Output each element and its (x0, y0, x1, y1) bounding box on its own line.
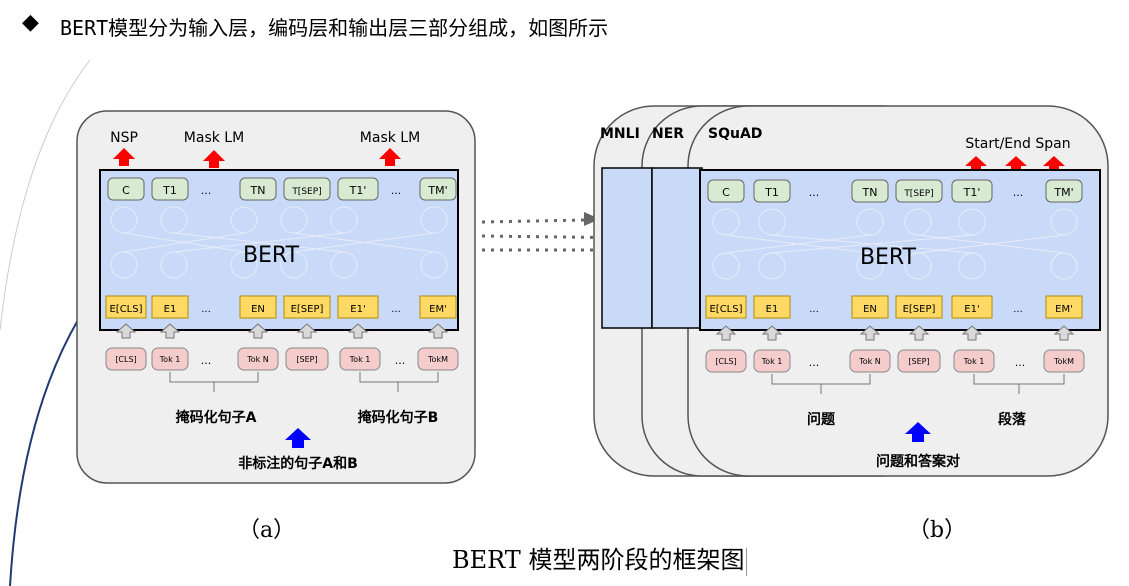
arrow-up-icon (115, 323, 137, 339)
task-squad: SQuAD (708, 126, 762, 142)
input-tok1: Tok 1 (761, 357, 783, 366)
arrow-up-icon (159, 323, 181, 339)
corpus-label: 非标注的句子A和B (238, 455, 358, 472)
arrow-up-icon (1053, 325, 1075, 341)
embed-em-prime: EM' (1055, 304, 1073, 315)
panel-a-label: （a） (238, 518, 296, 543)
input-tokm: TokM (427, 355, 448, 364)
embed-e1-prime: E1' (350, 304, 365, 315)
blue-arrow-icon (285, 428, 311, 448)
qa-pair-label: 问题和答案对 (876, 453, 960, 470)
ellipsis: ... (201, 354, 212, 367)
bert-label: BERT (243, 243, 300, 268)
arrow-up-icon (908, 325, 930, 341)
input-sep: [SEP] (296, 355, 317, 364)
ellipsis: ... (391, 304, 401, 315)
token-tsep: T[SEP] (291, 187, 321, 197)
bert-label: BERT (860, 245, 917, 270)
arrow-up-icon (113, 148, 135, 166)
token-tsep: T[SEP] (903, 189, 933, 199)
arrow-up-icon (715, 325, 737, 341)
token-t1-prime: T1' (349, 184, 367, 197)
ellipsis: ... (201, 304, 211, 315)
embed-em-prime: EM' (429, 304, 447, 315)
blue-arrow-icon (905, 422, 931, 442)
embed-en: EN (863, 304, 877, 315)
token-tm-prime: TM' (1053, 186, 1073, 199)
embed-e1-prime: E1' (964, 304, 979, 315)
arrow-up-icon (961, 325, 983, 341)
arrow-up-icon (1005, 156, 1027, 174)
sentence-b-label: 掩码化句子B (358, 409, 439, 426)
task-mnli: MNLI (600, 126, 640, 142)
ellipsis: ... (1013, 304, 1023, 315)
embed-en: EN (251, 304, 265, 315)
arrow-up-icon (427, 323, 449, 339)
task-ner: NER (652, 126, 684, 142)
input-tokm: TokM (1053, 357, 1074, 366)
token-c: C (722, 186, 730, 199)
input-tokn: Tok N (246, 355, 269, 364)
embed-e1: E1 (164, 304, 177, 315)
embed-cls: E[CLS] (709, 304, 742, 315)
output-label-mlm-1: Mask LM (184, 130, 244, 146)
input-tok1-b: Tok 1 (963, 357, 985, 366)
ellipsis: ... (1013, 186, 1024, 199)
embed-sep: E[SEP] (903, 304, 936, 315)
arrow-up-icon (379, 148, 401, 166)
output-label-nsp: NSP (110, 130, 138, 146)
ellipsis: ... (809, 186, 820, 199)
panel-b-label: （b） (908, 518, 967, 543)
token-t1: T1 (764, 186, 779, 199)
red-arrows (113, 148, 401, 168)
ellipsis: ... (809, 304, 819, 315)
token-tm-prime: TM' (427, 184, 447, 197)
ellipsis: ... (809, 356, 820, 369)
arrow-up-icon (203, 150, 225, 168)
embed-cls: E[CLS] (109, 304, 142, 315)
token-tn: TN (250, 184, 266, 197)
token-tn: TN (862, 186, 878, 199)
token-c: C (122, 184, 130, 197)
input-tokn: Tok N (858, 357, 881, 366)
slide-heading: BERT模型分为输入层，编码层和输出层三部分组成，如图所示 (60, 16, 609, 40)
panel-b-diagram: MNLI NER SQuAD Start/End Span BERT C T1 … (593, 105, 1109, 477)
arrow-up-icon (859, 325, 881, 341)
arrow-up-icon (347, 323, 369, 339)
arrow-up-icon (247, 323, 269, 339)
figure-caption-text: BERT 模型两阶段的框架图 (452, 546, 745, 574)
question-label: 问题 (807, 411, 836, 428)
token-t1-prime: T1' (963, 186, 981, 199)
arrow-up-icon (296, 323, 318, 339)
token-t1: T1 (162, 184, 177, 197)
bullet-icon: ◆ (22, 10, 39, 35)
panel-a-diagram: NSP Mask LM Mask LM BERT C T1 TN T[SEP] … (76, 110, 476, 484)
paragraph-label: 段落 (998, 411, 1027, 428)
ellipsis: ... (391, 184, 402, 197)
output-label-mlm-2: Mask LM (360, 130, 420, 146)
input-tok1: Tok 1 (159, 355, 181, 364)
figure-caption: BERT 模型两阶段的框架图 (452, 540, 748, 576)
input-tok1-b: Tok 1 (349, 355, 371, 364)
input-cls: [CLS] (115, 355, 136, 364)
text-cursor (746, 547, 748, 576)
embed-e1: E1 (766, 304, 779, 315)
arrow-up-icon (1043, 156, 1065, 174)
input-sep: [SEP] (908, 357, 929, 366)
sentence-a-label: 掩码化句子A (176, 409, 257, 426)
input-cls: [CLS] (715, 357, 736, 366)
ellipsis: ... (201, 184, 212, 197)
output-label-span: Start/End Span (965, 136, 1070, 152)
embed-sep: E[SEP] (291, 304, 324, 315)
ellipsis: ... (1015, 356, 1026, 369)
arrow-up-icon (965, 156, 987, 174)
ellipsis: ... (395, 354, 406, 367)
arrow-up-icon (761, 325, 783, 341)
